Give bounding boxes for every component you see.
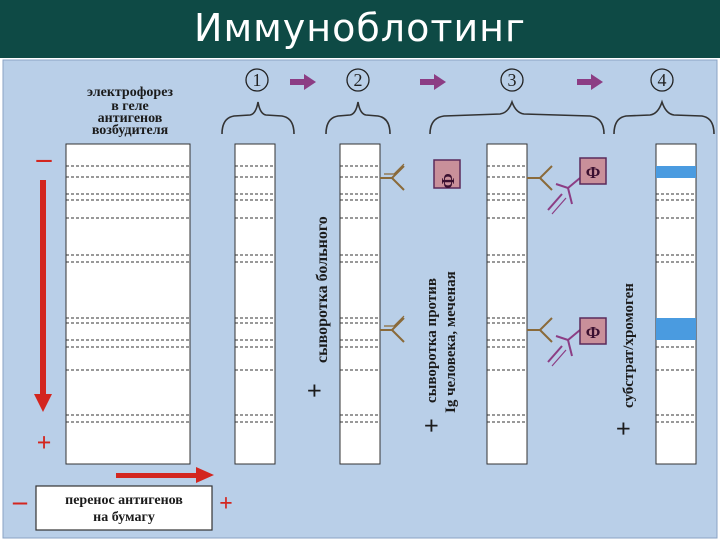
stained-band bbox=[656, 166, 696, 178]
step-arrows bbox=[290, 74, 603, 90]
transfer-minus-sign: – bbox=[12, 486, 28, 517]
reagent-label-step-4: + субстрат/хромоген bbox=[609, 283, 638, 436]
transfer-label-line: на бумагу bbox=[93, 510, 155, 525]
step-braces bbox=[221, 99, 715, 135]
enzyme-label: Ф bbox=[586, 323, 601, 342]
transfer-label-box: перенос антигенов на бумагу bbox=[35, 485, 213, 531]
stained-band bbox=[656, 318, 696, 340]
gel-label-line: в геле bbox=[111, 99, 149, 114]
plus-sign-step-4: + bbox=[609, 421, 638, 436]
gel-minus-sign: – bbox=[36, 142, 53, 175]
enzyme-label: Ф bbox=[438, 173, 458, 188]
paper-strip-step-1 bbox=[234, 143, 276, 465]
transfer-arrow bbox=[116, 467, 214, 483]
slide-title: Иммуноблотинг bbox=[194, 6, 526, 50]
reagent-text-step-4: субстрат/хромоген bbox=[621, 283, 637, 408]
gel-strip bbox=[65, 143, 191, 465]
step-number-4: 4 bbox=[658, 70, 667, 90]
enzyme-marker: Ф bbox=[433, 159, 461, 189]
gel-label-line: электрофорез bbox=[87, 85, 173, 100]
plus-sign-step-3: + bbox=[417, 418, 446, 433]
gel-label: электрофорез в геле антигенов возбудител… bbox=[87, 85, 173, 138]
step-numbers: 1 2 3 4 bbox=[245, 68, 674, 92]
paper-strip-step-3 bbox=[486, 143, 528, 465]
electrophoresis-arrow bbox=[34, 180, 52, 412]
gel-label-line: антигенов bbox=[98, 111, 163, 126]
immunoblot-diagram: электрофорез в геле антигенов возбудител… bbox=[0, 58, 720, 540]
antibody-icon bbox=[380, 163, 405, 191]
reagent-text-step-3-line-1: сыворотка против bbox=[424, 278, 440, 403]
enzyme-label: Ф bbox=[586, 163, 601, 182]
enzyme-marker: Ф bbox=[579, 317, 607, 345]
reagent-text-step-3-line-2: Ig человека, меченая bbox=[443, 271, 459, 413]
step-number-3: 3 bbox=[508, 70, 517, 90]
gel-label-line: возбудителя bbox=[92, 123, 169, 138]
antibody-icon bbox=[380, 315, 405, 343]
title-bar: Иммуноблотинг bbox=[0, 0, 720, 58]
paper-strip-step-4 bbox=[655, 143, 697, 465]
antibody-complex-icon bbox=[527, 165, 581, 215]
step-number-1: 1 bbox=[253, 70, 262, 90]
transfer-plus-sign: + bbox=[219, 491, 233, 517]
antibody-complex-icon bbox=[527, 317, 581, 367]
enzyme-marker: Ф bbox=[579, 157, 607, 185]
step-number-2: 2 bbox=[354, 70, 363, 90]
reagent-label-step-2: + сыворотка больного bbox=[300, 216, 331, 398]
paper-strip-step-2 bbox=[339, 143, 381, 465]
plus-sign-step-2: + bbox=[300, 383, 329, 398]
reagent-text-step-2: сыворотка больного bbox=[314, 216, 331, 363]
reagent-label-step-3: + сыворотка против Ig человека, меченая bbox=[417, 271, 459, 433]
transfer-label-line: перенос антигенов bbox=[65, 493, 183, 508]
gel-plus-sign: + bbox=[37, 428, 52, 457]
